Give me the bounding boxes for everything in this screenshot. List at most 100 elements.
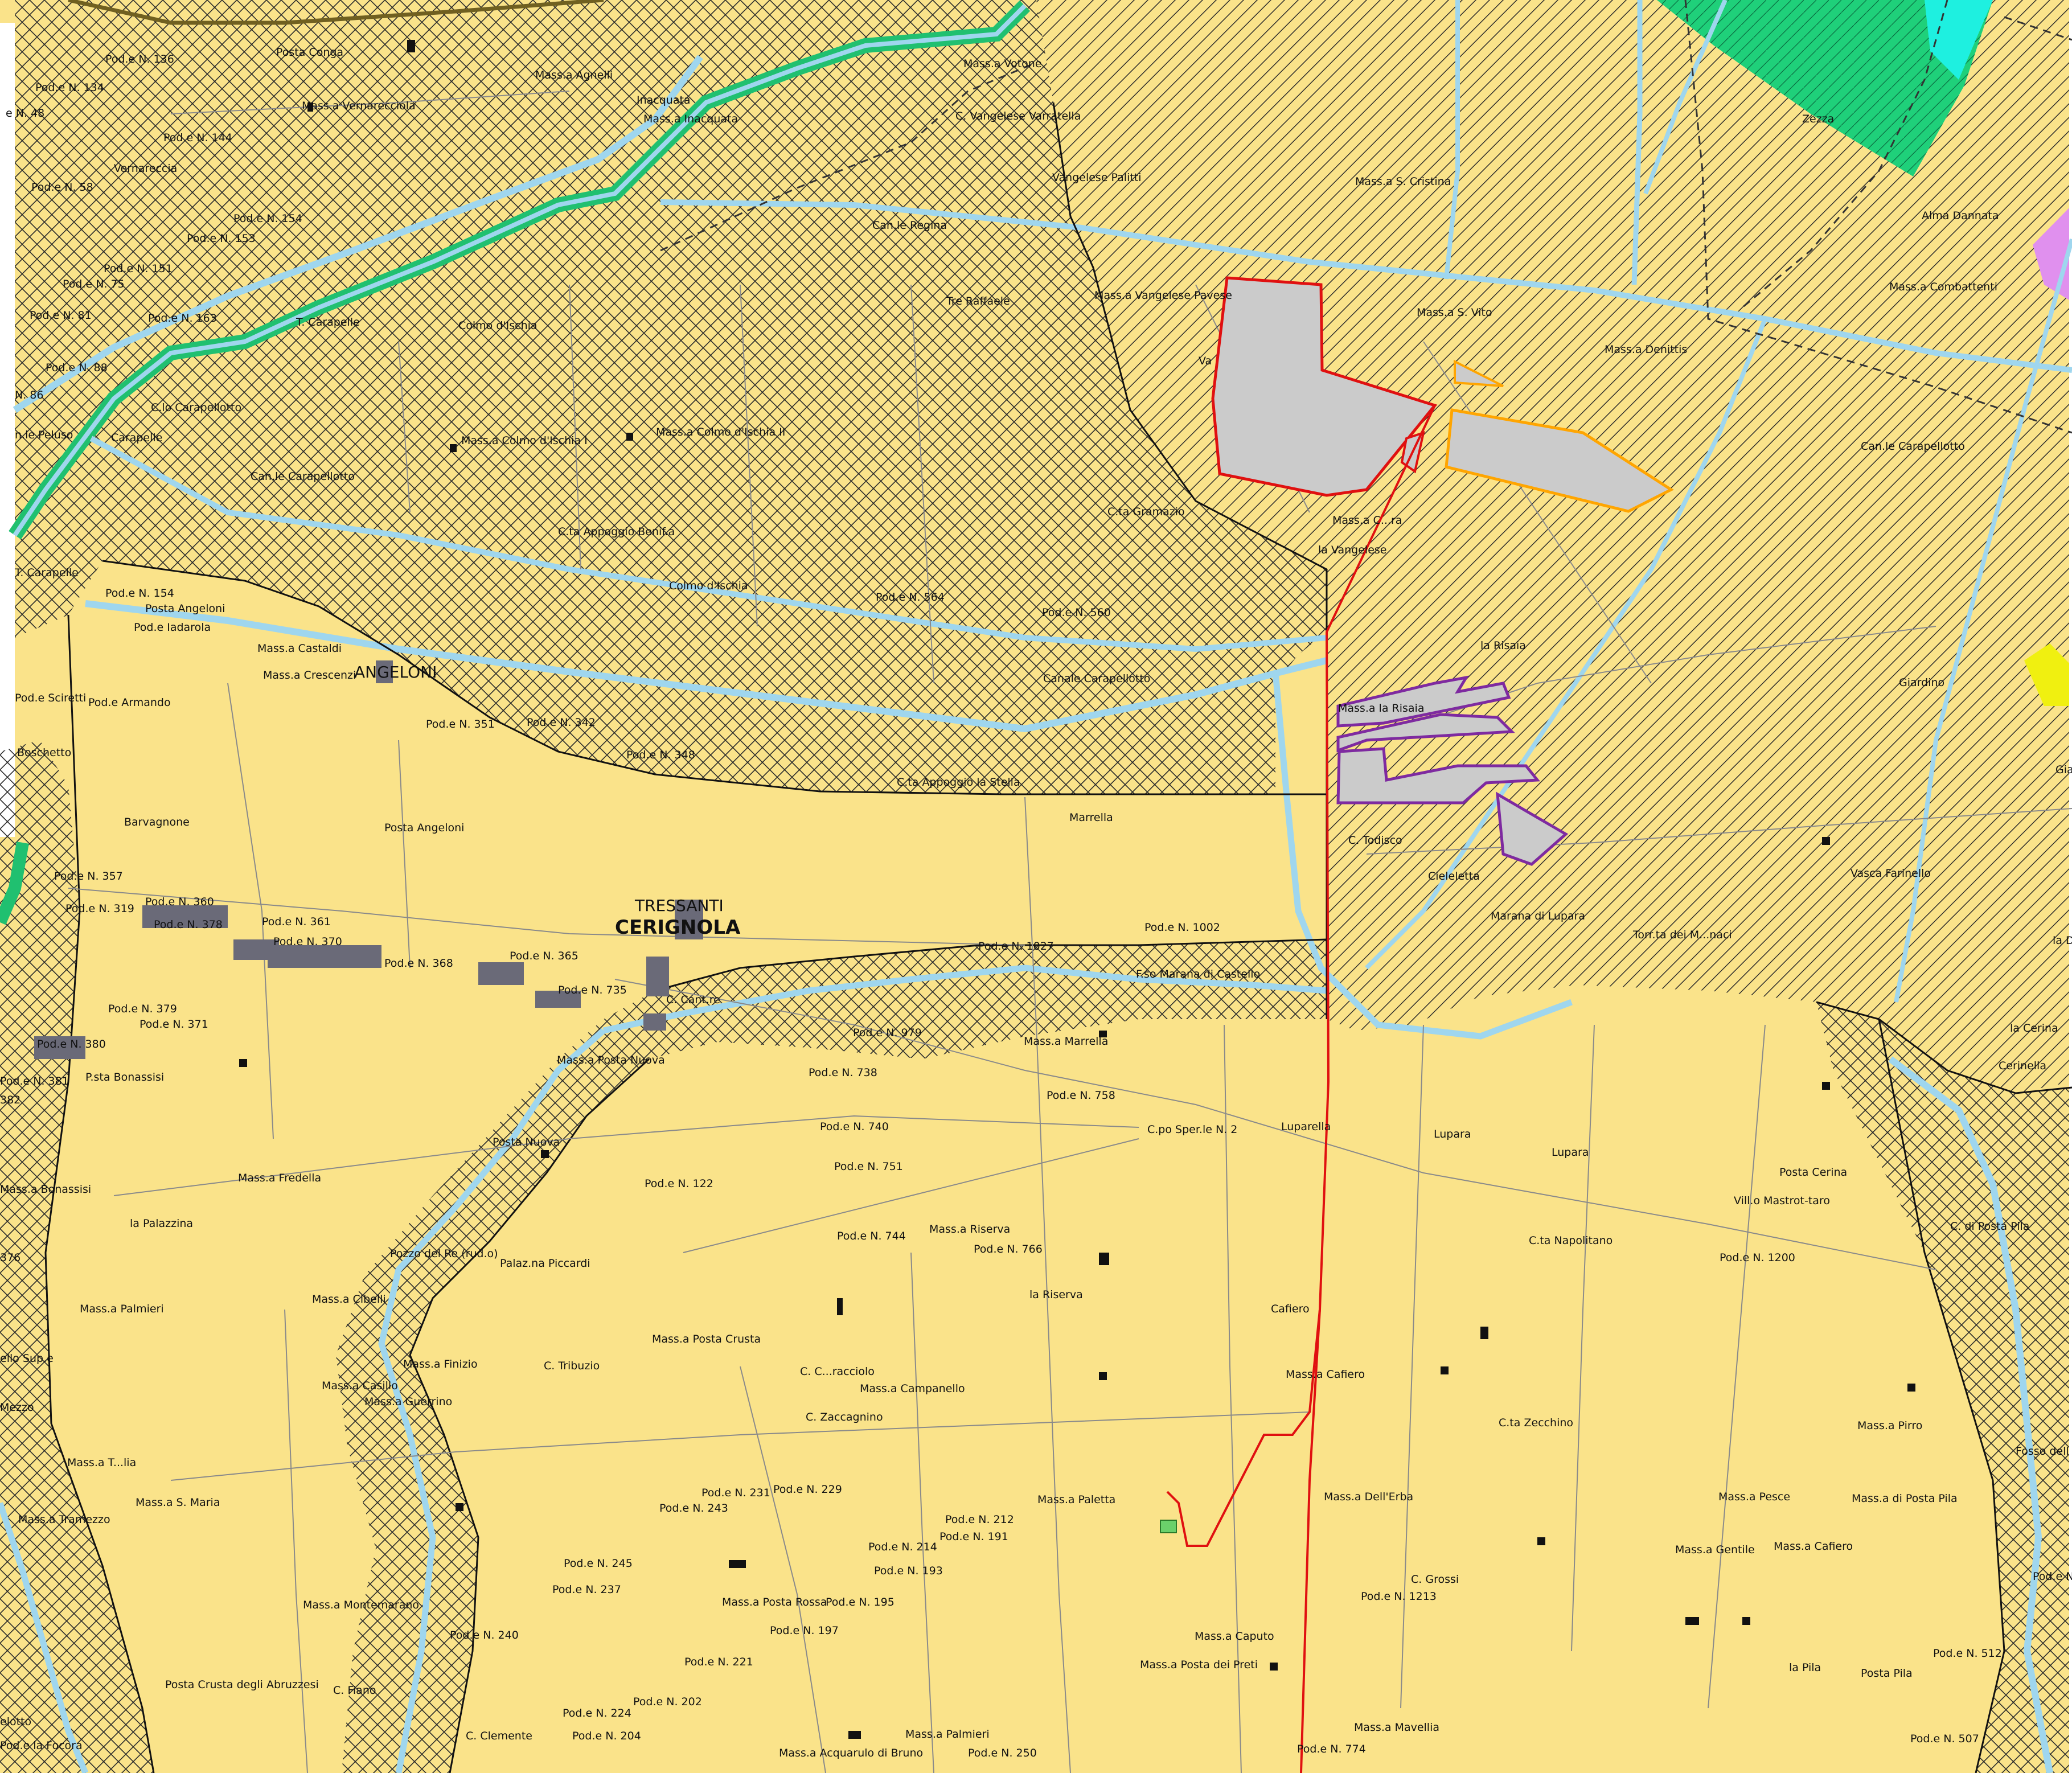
label-peluso: n.le Peluso — [15, 429, 73, 441]
label-pod75: Pod.e N. 75 — [63, 278, 125, 290]
label-mass-crescenzi: Mass.a Crescenzi — [263, 669, 356, 682]
label-pod361: Pod.e N. 361 — [262, 916, 331, 928]
label-mass-casillo: Mass.a Casillo — [322, 1380, 398, 1392]
site-parcel-purple-3[interactable] — [1336, 747, 1540, 805]
label-mass-cafiero1: Mass.a Cafiero — [1286, 1368, 1365, 1381]
label-mass-inacquata: Mass.a Inacquata — [643, 113, 738, 125]
label-pod197: Pod.e N. 197 — [770, 1624, 839, 1637]
label-mass-marrella: Mass.a Marrella — [1024, 1035, 1108, 1048]
label-torrta-monaci: Torr.ta dei M...naci — [1632, 929, 1732, 941]
channel-ne-2 — [1444, 0, 1460, 280]
label-pod342: Pod.e N. 342 — [527, 716, 596, 729]
label-mass-bonassisi: Mass.a Bonassisi — [0, 1183, 91, 1196]
marana-di-castello — [602, 965, 1327, 1034]
label-pod351: Pod.e N. 351 — [426, 718, 495, 730]
place-labels: CERIGNOLA TRESSANTI ANGELONI Posta Conga… — [0, 46, 2072, 1759]
label-barvagnone: Barvagnone — [124, 816, 190, 828]
carapelle-green-band-core — [13, 4, 1027, 537]
label-vasca-farinello: Vasca Farinello — [1851, 867, 1931, 880]
label-pod240: Pod.e N. 240 — [450, 1629, 519, 1641]
label-pod512: Pod.e N. 512 — [1933, 1647, 2002, 1660]
green-protected-hatch — [1657, 0, 1993, 177]
substation-marker[interactable] — [1160, 1520, 1177, 1533]
channel-nw — [13, 55, 703, 413]
label-can-carapellotto: Can.le Carapellotto — [251, 470, 355, 483]
label-pod212: Pod.e N. 212 — [945, 1513, 1014, 1526]
label-mass-vernarecciola: Mass.a Vernarecciola — [302, 100, 416, 112]
label-cta-napolitano: C.ta Napolitano — [1529, 1234, 1613, 1247]
label-mass-cra: Mass.a C...ra — [1332, 514, 1402, 527]
label-mass-campanello: Mass.a Campanello — [860, 1382, 965, 1395]
label-pod163: Pod.e N. 163 — [148, 312, 217, 325]
label-n48: e N. 48 — [6, 107, 44, 120]
label-mass-cafiero2: Mass.a Cafiero — [1774, 1540, 1853, 1553]
label-mass-posta-pila: Mass.a di Posta Pila — [1852, 1492, 1958, 1505]
label-posta-pila: Posta Pila — [1861, 1667, 1913, 1680]
label-cpo-sper: C.po Sper.le N. 2 — [1147, 1123, 1237, 1136]
crosshatch-band-marana — [336, 939, 1327, 1773]
label-n376: 376 — [0, 1251, 20, 1264]
label-pod88: Pod.e N. 88 — [46, 362, 108, 374]
label-la-cerina: la Cerina — [2010, 1022, 2058, 1035]
label-colmo-ischia2: Colmo d'Ischia — [669, 580, 748, 592]
label-mass-riserva: Mass.a Riserva — [929, 1223, 1010, 1236]
label-mass-pesce: Mass.a Pesce — [1718, 1491, 1790, 1503]
label-pod136: Pod.e N. 136 — [105, 53, 174, 65]
label-carapelle2: Carapelle — [111, 432, 162, 444]
label-mass-la-risaia: Mass.a la Risaia — [1338, 702, 1424, 715]
label-pod365: Pod.e N. 365 — [510, 950, 578, 962]
cable-route-lower[interactable] — [1300, 1309, 1321, 1773]
label-mass-tulia: Mass.a T...lia — [67, 1456, 136, 1469]
site-parcel-purple-4[interactable] — [1496, 791, 1569, 866]
label-cerinella: Cerinella — [1999, 1060, 2046, 1072]
label-mass-palmieri2: Mass.a Palmieri — [905, 1728, 990, 1741]
canale-carapellotto — [85, 600, 1328, 733]
label-pod-iadarola: Pod.e Iadarola — [134, 621, 211, 634]
label-la-riserva: la Riserva — [1029, 1288, 1083, 1301]
label-pod134: Pod.e N. 134 — [35, 81, 104, 94]
channel-regina — [660, 199, 2072, 373]
channel-east-right — [1894, 238, 2072, 1003]
label-mass-colmo-i: Mass.a Colmo d'Ischia I — [461, 434, 588, 447]
site-parcel-red[interactable] — [1211, 276, 1438, 497]
label-mass-finizio: Mass.a Finizio — [403, 1358, 478, 1370]
label-cafiero: Cafiero — [1271, 1303, 1310, 1315]
label-carapelle3: T. Carapelle — [14, 567, 79, 579]
label-c-clemente: C. Clemente — [466, 1730, 532, 1742]
site-parcel-purple-1[interactable] — [1336, 675, 1511, 728]
label-n86: N. 86 — [15, 389, 43, 401]
label-pod368: Pod.e N. 368 — [384, 957, 453, 970]
label-mass-posta-preti: Mass.a Posta dei Preti — [1140, 1659, 1258, 1671]
channel-south-loop — [1272, 671, 1573, 1040]
cable-route[interactable] — [1166, 405, 1436, 1547]
label-inacquata: Inacquata — [637, 94, 691, 106]
label-pod744: Pod.e N. 744 — [837, 1230, 906, 1242]
label-la-vangelese: la Vangelese — [1318, 544, 1386, 556]
label-pod151: Pod.e N. 151 — [104, 262, 173, 275]
railways — [68, 0, 2072, 434]
label-mass-scristina: Mass.a S. Cristina — [1355, 175, 1451, 188]
label-mass-tramezzo: Mass.a Tramezzo — [18, 1513, 110, 1526]
label-mass-combattenti: Mass.a Combattenti — [1889, 281, 1997, 293]
boundaries — [44, 102, 2072, 1773]
label-pod507: Pod.e N. 507 — [1910, 1733, 1979, 1745]
site-parcel-orange-large[interactable] — [1445, 408, 1675, 513]
label-mass-acquarulo: Mass.a Acquarulo di Bruno — [779, 1747, 923, 1759]
site-parcel-orange-small[interactable] — [1454, 359, 1504, 387]
label-pod378: Pod.e N. 378 — [154, 918, 223, 931]
label-pod191: Pod.e N. 191 — [939, 1530, 1008, 1543]
label-marana-lupara: Marana di Lupara — [1491, 910, 1585, 922]
label-pod357: Pod.e N. 357 — [54, 870, 123, 883]
label-ello-sup: ello Sup.e — [0, 1352, 54, 1365]
label-city: CERIGNOLA — [615, 916, 741, 939]
label-mass-pirro: Mass.a Pirro — [1857, 1419, 1922, 1432]
label-mass-posta-crusta: Mass.a Posta Crusta — [652, 1333, 761, 1345]
label-pod379: Pod.e N. 379 — [108, 1003, 177, 1015]
label-boschetto: Boschetto — [17, 746, 71, 759]
crosshatch-zone-west — [0, 740, 154, 1773]
label-la-d: la D — [2053, 934, 2072, 947]
label-pod381: Pod.e N. 381 — [0, 1075, 69, 1087]
label-giardino: Giardino — [1899, 676, 1944, 689]
label-can-carapellotto2: Can.le Carapellotto — [1861, 440, 1965, 453]
